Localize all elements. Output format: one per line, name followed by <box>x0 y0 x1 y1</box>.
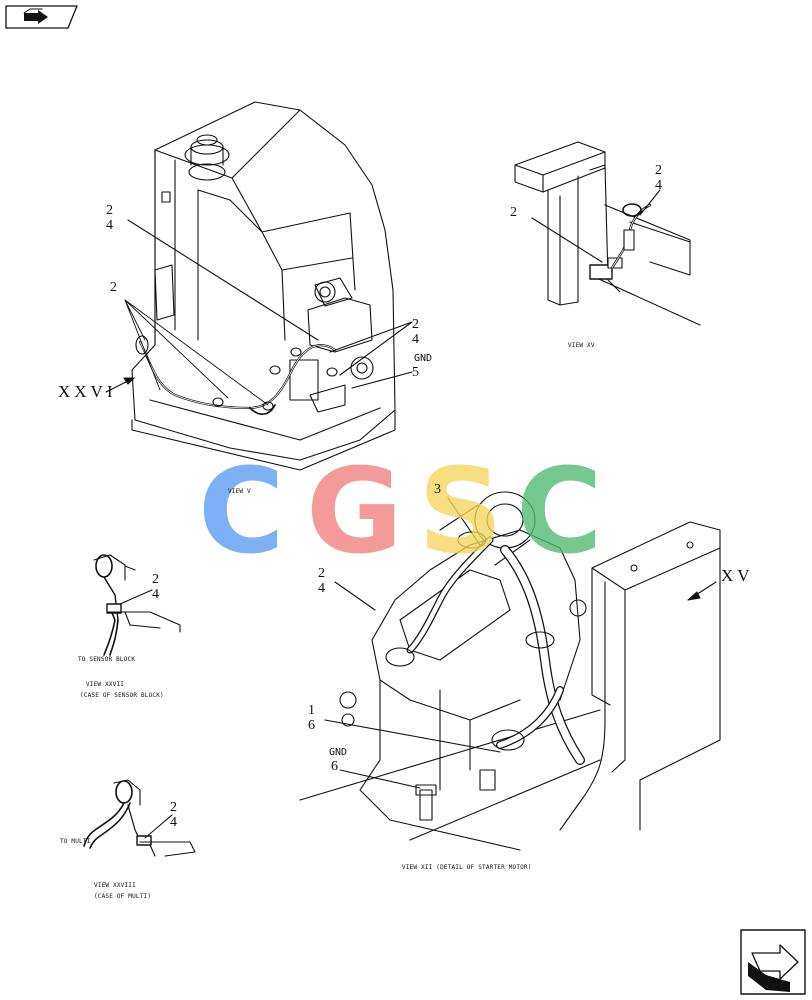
view-v-drawing <box>105 101 413 471</box>
callout-xii-2-4: 2 4 <box>318 566 325 596</box>
view-xv-caption: VIEW XV <box>568 342 595 349</box>
callout-number: 4 <box>106 218 113 233</box>
view-xv-drawing <box>514 141 701 326</box>
view-xxviii-drawing <box>83 779 196 857</box>
view-xv-marker[interactable]: XV <box>721 566 754 585</box>
callout-v-gnd: GND <box>414 353 433 364</box>
callout-xii-gnd: GND <box>329 747 348 758</box>
callout-xii-3: 3 <box>434 482 441 497</box>
callout-v-2-4-right: 2 4 <box>412 317 419 347</box>
callout-number: 2 <box>412 317 419 332</box>
callout-number: 2 <box>152 572 159 587</box>
view-xxvii-subcaption: (CASE OF SENSOR BLOCK) <box>80 692 164 699</box>
callout-xv-2: 2 <box>510 205 517 220</box>
callout-xii-1-6: 1 6 <box>308 703 315 733</box>
watermark-letter: C <box>198 442 285 580</box>
callout-number: 2 <box>170 800 177 815</box>
view-xxviii-note: TO MULTI <box>60 838 91 845</box>
callout-number: 2 <box>106 203 113 218</box>
callout-v-2-4-top: 2 4 <box>106 203 113 233</box>
next-page-arrow-icon[interactable] <box>740 929 806 995</box>
callout-v-5: 5 <box>412 365 419 380</box>
view-xxvi-marker[interactable]: XXVI <box>58 382 117 401</box>
callout-xxvii-2-4: 2 4 <box>152 572 159 602</box>
view-xxviii-caption: VIEW XXVIII <box>94 882 136 889</box>
watermark-letter: C <box>516 442 603 580</box>
callout-number: 2 <box>110 280 117 295</box>
view-xxvii-caption: VIEW XXVII <box>86 681 125 688</box>
watermark-letter: G <box>306 442 403 580</box>
view-xii-drawing <box>299 491 721 851</box>
callout-v-2-left: 2 <box>110 280 117 295</box>
callout-number: 4 <box>152 587 159 602</box>
callout-number: 2 <box>655 163 662 178</box>
view-xii-caption: VIEW XII (DETAIL OF STARTER MOTOR) <box>402 864 532 871</box>
view-xxvii-drawing <box>93 554 181 656</box>
callout-xii-6: 6 <box>331 759 338 774</box>
callout-number: 4 <box>170 815 177 830</box>
callout-number: 4 <box>318 581 325 596</box>
callout-number: 4 <box>412 332 419 347</box>
view-xxviii-subcaption: (CASE OF MULTI) <box>94 893 152 900</box>
callout-xv-2-4: 2 4 <box>655 163 662 193</box>
watermark-letter: S <box>418 442 503 580</box>
callout-number: 2 <box>318 566 325 581</box>
view-xxvii-note: TO SENSOR BLOCK <box>78 656 136 663</box>
callout-number: 1 <box>308 703 315 718</box>
view-v-caption: VIEW V <box>228 488 251 495</box>
callout-number: 6 <box>308 718 315 733</box>
book-nav-icon[interactable] <box>5 5 78 29</box>
callout-number: 4 <box>655 178 662 193</box>
callout-xxviii-2-4: 2 4 <box>170 800 177 830</box>
